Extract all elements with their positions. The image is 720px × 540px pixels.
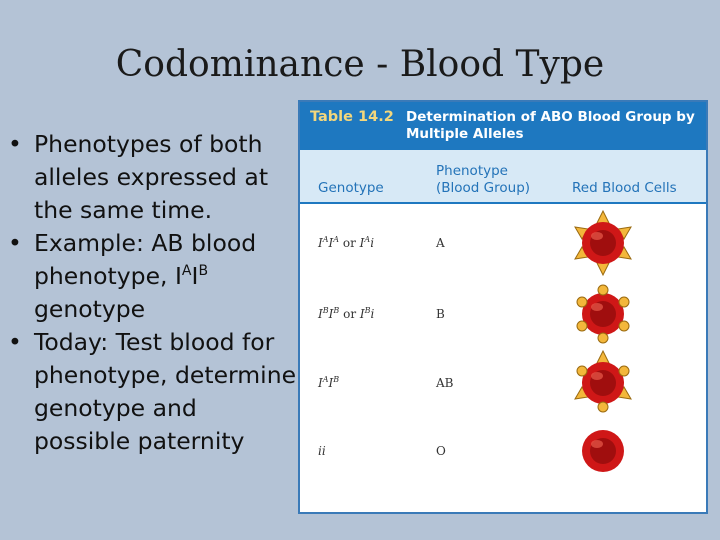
column-header-red-blood-cells: Red Blood Cells (572, 180, 677, 196)
bullet-text: Phenotypes of both alleles expressed at … (34, 130, 269, 224)
bullet-item: • Phenotypes of both alleles expressed a… (8, 128, 300, 227)
allele: I (318, 376, 323, 390)
table-row: IAIA or IAi A (300, 209, 706, 306)
allele-sup: A (322, 235, 329, 244)
table-header-bar: Table 14.2 Determination of ABO Blood Gr… (300, 102, 706, 150)
bullet-dot: • (8, 130, 22, 158)
genotype-cell: IBIB or IBi (318, 306, 375, 322)
phenotype-cell: O (436, 444, 446, 458)
table-row: IBIB or IBi B (300, 284, 706, 377)
allele-sup: A (333, 235, 340, 244)
red-blood-cell-b-icon (576, 284, 630, 344)
phenotype-cell: A (436, 236, 445, 250)
column-header-row: Genotype Phenotype (Blood Group) Red Blo… (300, 150, 706, 204)
red-blood-cell-o-icon (582, 430, 624, 472)
allele-sup: B (322, 306, 329, 315)
table-row: ii O (300, 430, 706, 514)
allele: ii (318, 444, 326, 458)
column-header-phenotype-line2: (Blood Group) (436, 180, 531, 196)
column-header-phenotype-line1: Phenotype (436, 163, 508, 179)
allele: I (359, 307, 365, 321)
red-blood-cell-ab-icon (574, 349, 632, 413)
phenotype-cell: AB (436, 376, 454, 390)
column-header-genotype: Genotype (318, 180, 384, 196)
genotype-cell: IAIA or IAi (318, 235, 375, 251)
bullet-text-mid: I (191, 262, 199, 290)
table-label: Table 14.2 (310, 109, 394, 125)
table-row: IAIB AB (300, 349, 706, 446)
red-blood-cell-a-icon (574, 209, 632, 277)
allele-sup: B (333, 306, 340, 315)
allele-sup: A (364, 235, 371, 244)
bullet-text: Today: Test blood for phenotype, determi… (34, 328, 297, 455)
allele: I (328, 307, 334, 321)
bullet-item: • Example: AB blood phenotype, IAIB geno… (8, 227, 300, 326)
allele-sup: A (181, 263, 192, 279)
allele: I (318, 307, 323, 321)
bullet-text-post: genotype (34, 295, 146, 323)
or-text: or (339, 307, 360, 321)
allele: I (328, 376, 334, 390)
bullet-text-pre: Example: AB blood phenotype, I (34, 229, 257, 290)
bullet-dot: • (8, 229, 22, 257)
allele: i (370, 236, 375, 250)
allele: I (328, 236, 334, 250)
or-text: or (339, 236, 360, 250)
bullet-dot: • (8, 328, 22, 356)
table-caption: Determination of ABO Blood Group by Mult… (406, 109, 695, 142)
allele: i (370, 307, 375, 321)
allele: I (318, 236, 323, 250)
bullet-item: • Today: Test blood for phenotype, deter… (8, 326, 300, 458)
blood-group-table: Table 14.2 Determination of ABO Blood Gr… (298, 100, 708, 514)
slide-title: Codominance - Blood Type (115, 44, 605, 85)
genotype-cell: ii (318, 444, 326, 458)
allele-sup: B (198, 263, 209, 279)
allele-sup: B (333, 375, 340, 384)
genotype-cell: IAIB (318, 375, 340, 391)
allele-sup: B (364, 306, 371, 315)
column-header-phenotype: Phenotype (Blood Group) (436, 163, 530, 197)
phenotype-cell: B (436, 307, 445, 321)
allele: I (359, 236, 365, 250)
bullet-list: • Phenotypes of both alleles expressed a… (8, 128, 300, 458)
allele-sup: A (322, 375, 329, 384)
